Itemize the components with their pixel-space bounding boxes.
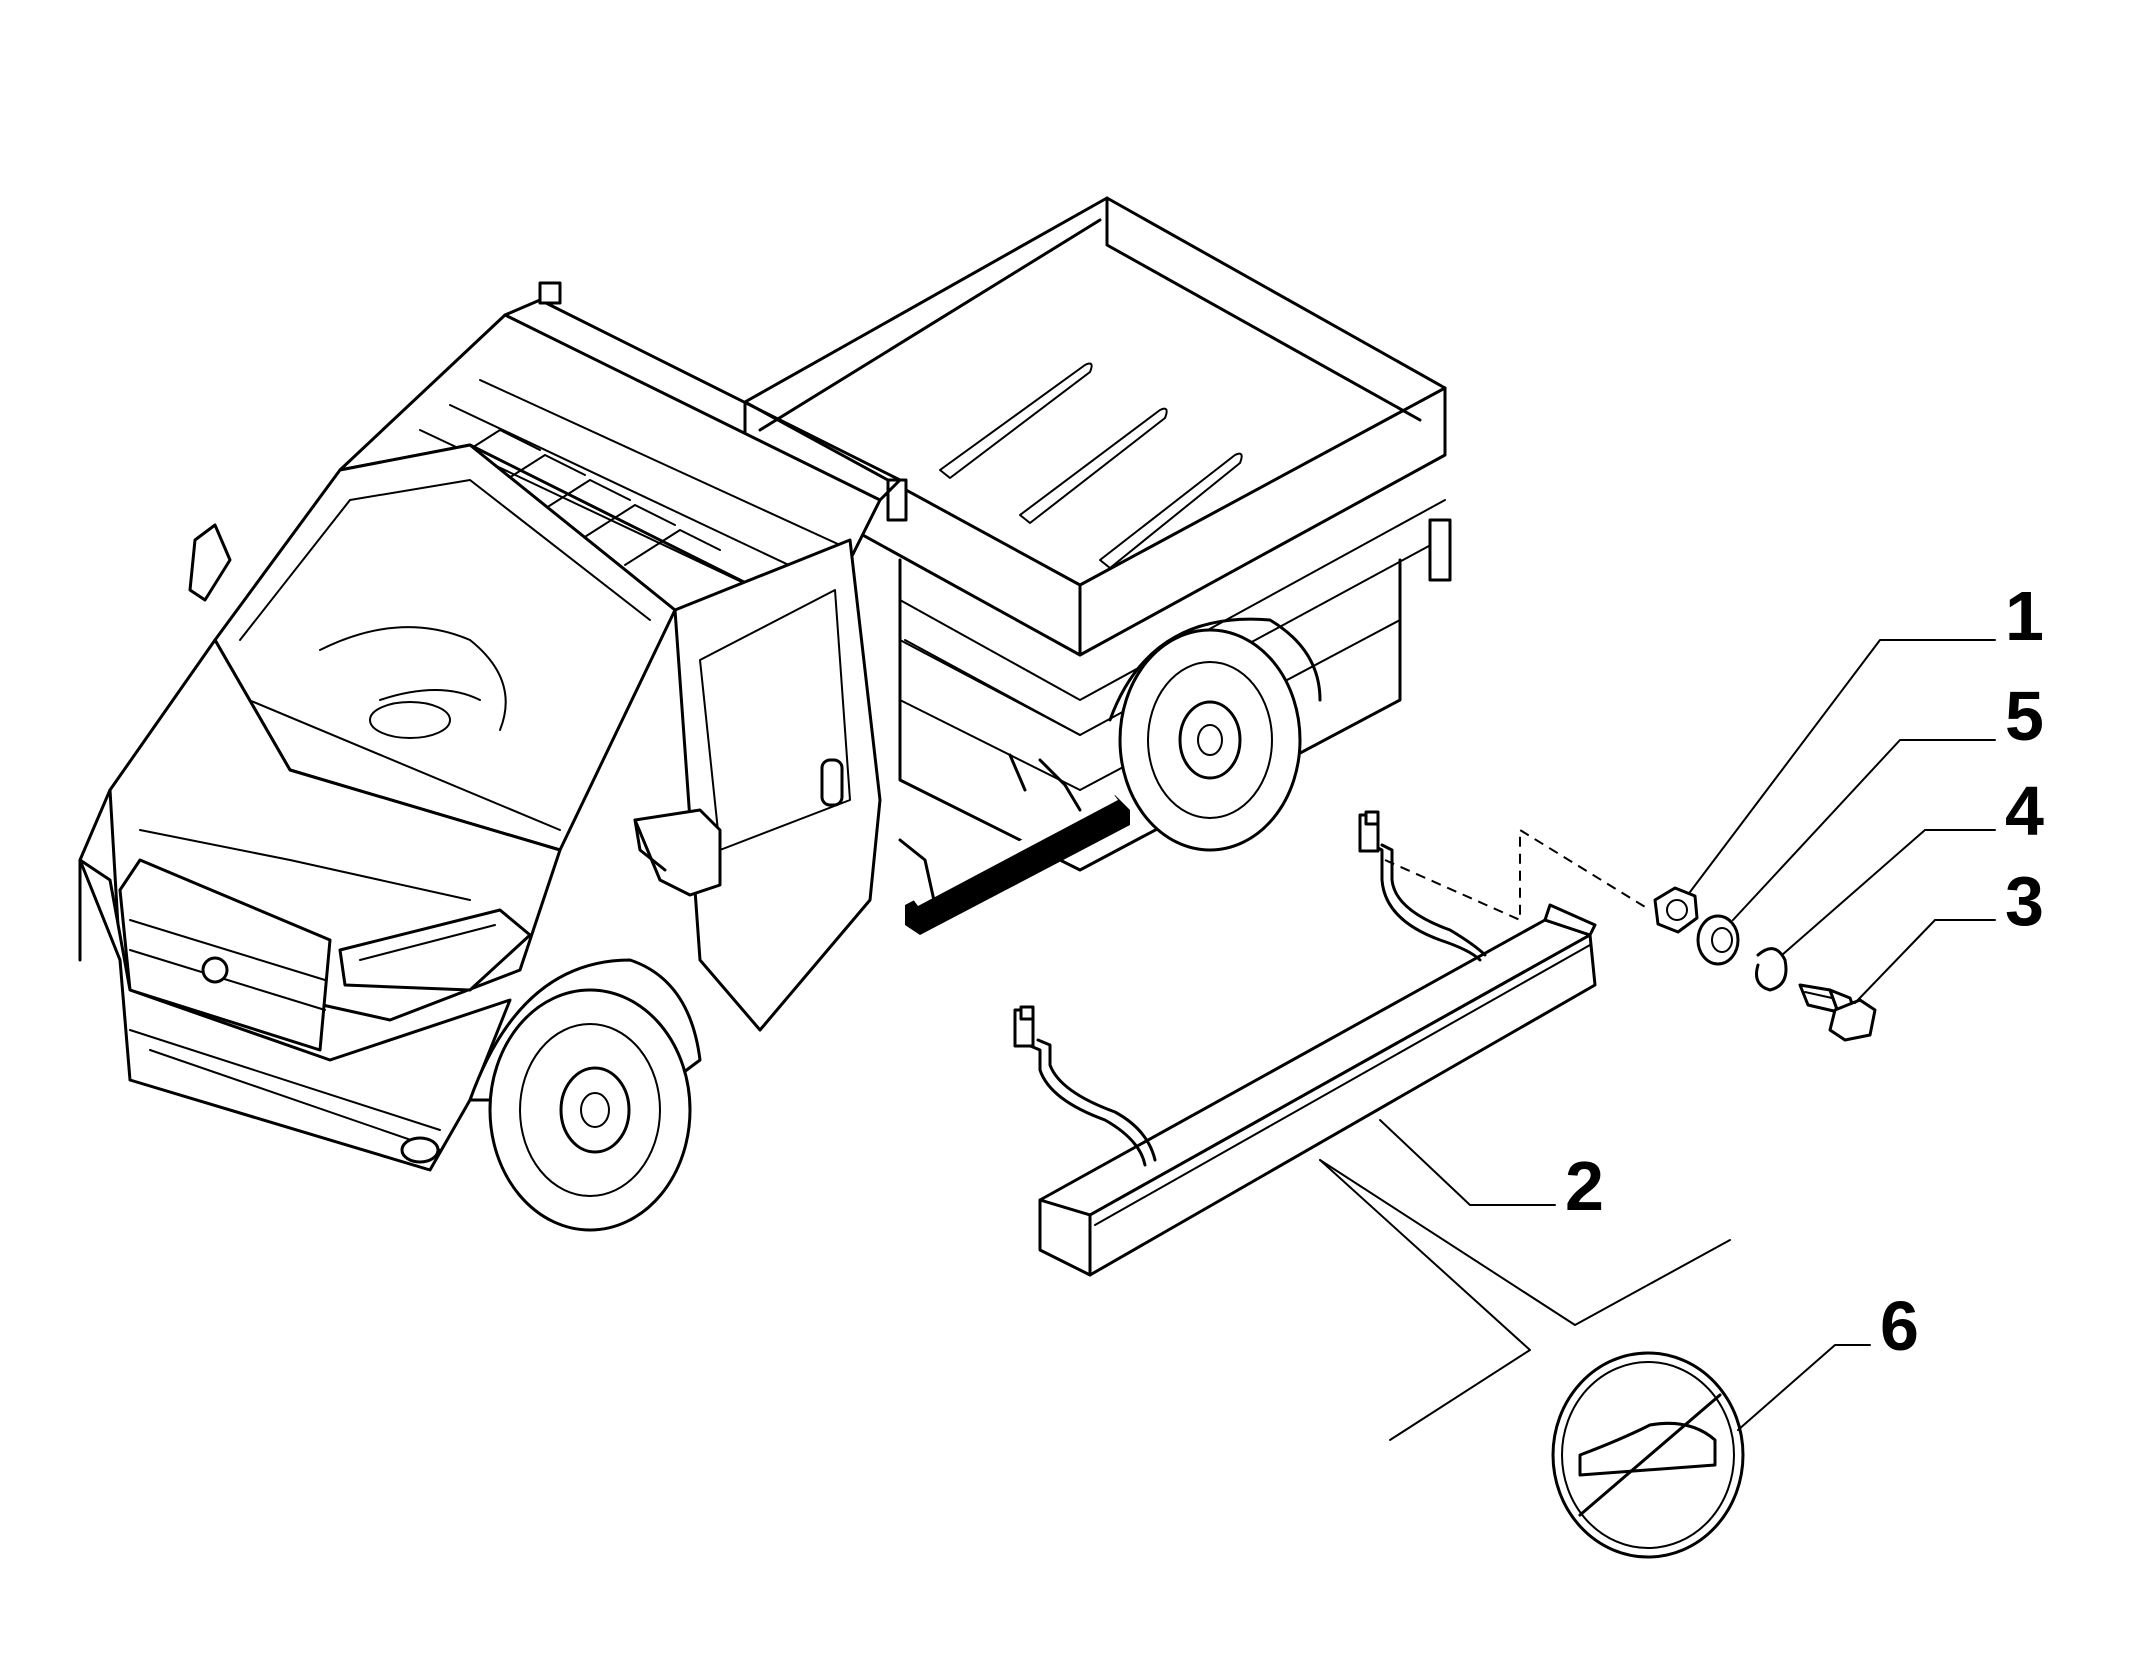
rear-wheel [1108,617,1322,852]
callout-number-6: 6 [1880,1287,1919,1365]
front-wheel [488,988,692,1232]
spring-washer [1755,947,1788,992]
side-step-part [1013,810,1597,1277]
step-bracket-rear [1358,810,1487,962]
nut [1653,886,1699,934]
installed-side-step [898,753,1130,935]
callout-number-4: 4 [2005,772,2044,850]
callout-number-5: 5 [2005,677,2044,755]
assembly-dashed-line [1384,828,1651,922]
washer [1696,914,1740,966]
bolt [1798,983,1877,1042]
callout-number-2: 2 [1565,1147,1604,1225]
callout-number-3: 3 [2005,862,2044,940]
cab [78,281,902,1172]
callout-labels: 1 5 4 3 2 6 [1565,577,2044,1365]
truck-illustration [78,196,1452,1232]
callout-number-1: 1 [2005,577,2044,655]
step-bracket-front [1013,1005,1157,1167]
no-step-decal [1551,1351,1745,1559]
leader-lines [1319,639,1996,1441]
